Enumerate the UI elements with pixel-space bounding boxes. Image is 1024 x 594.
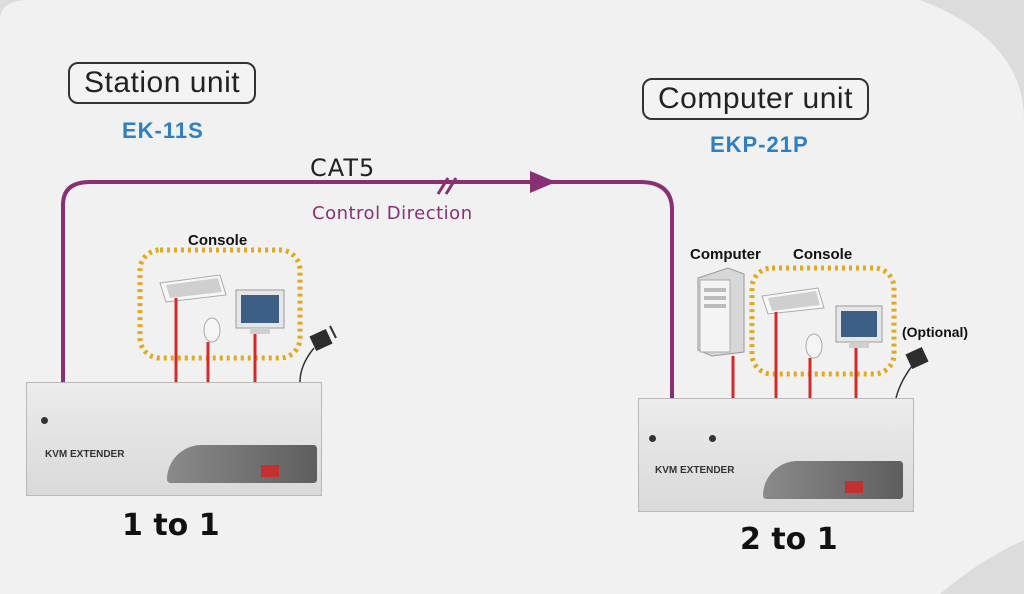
- computer-console-label: Console: [793, 246, 853, 263]
- cable-break-mark: [436, 177, 450, 195]
- station-power-adapter-icon: [299, 325, 337, 383]
- station-console-outline: [137, 247, 303, 361]
- computer-model: EKP-21P: [710, 132, 809, 157]
- station-keyboard-icon: [159, 274, 227, 303]
- station-mouse-icon: [203, 317, 221, 343]
- station-power-led: [41, 417, 48, 424]
- optional-label: (Optional): [902, 324, 969, 340]
- computer-status-led: [709, 435, 716, 442]
- computer-device-plate: [763, 461, 903, 499]
- cable-label: CAT5: [310, 154, 376, 182]
- computer-monitor-icon: [835, 305, 883, 348]
- station-unit-title: Station unit: [68, 62, 257, 104]
- station-device-badge: [261, 465, 279, 477]
- computer-power-adapter-icon: [895, 346, 929, 399]
- station-device-brand: KVM EXTENDER: [45, 449, 125, 460]
- station-monitor-icon: [235, 289, 285, 334]
- cat5-cable: [61, 180, 674, 398]
- computer-power-led: [649, 435, 656, 442]
- computer-ratio: 2 to 1: [740, 522, 838, 557]
- station-kvm-device: KVM EXTENDER: [26, 382, 322, 496]
- computer-kvm-device: KVM EXTENDER: [638, 398, 914, 512]
- station-ratio: 1 to 1: [122, 508, 220, 543]
- station-model: EK-11S: [122, 118, 204, 143]
- station-device-plate: [167, 445, 317, 483]
- computer-label: Computer: [690, 246, 761, 263]
- computer-tower-icon: [697, 267, 745, 357]
- control-direction-label: Control Direction: [312, 203, 473, 224]
- computer-unit-title: Computer unit: [642, 78, 869, 120]
- computer-mouse-icon: [805, 333, 823, 359]
- cable-break-mark: [444, 177, 458, 195]
- computer-keyboard-icon: [761, 287, 825, 315]
- direction-arrow: [530, 171, 556, 193]
- computer-device-badge: [845, 481, 863, 493]
- computer-device-brand: KVM EXTENDER: [655, 465, 735, 476]
- computer-console-outline: [749, 265, 897, 377]
- station-console-label: Console: [188, 232, 248, 249]
